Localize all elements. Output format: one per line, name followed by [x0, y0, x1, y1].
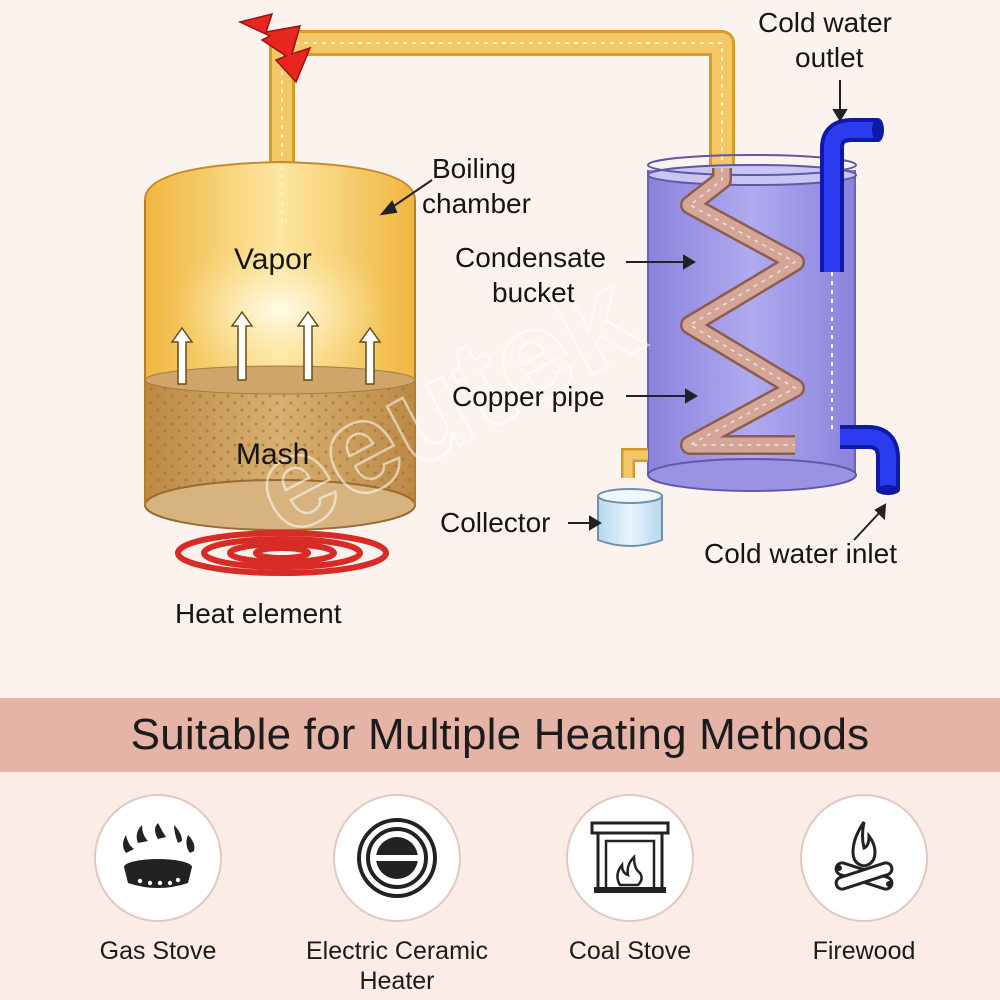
method-label: Coal Stove: [568, 937, 692, 965]
method-electric-ceramic-heater: Electric Ceramic Heater: [277, 794, 517, 996]
collector-label: Collector: [440, 507, 551, 538]
method-label: Gas Stove: [99, 937, 217, 965]
method-label: Electric Ceramic Heater: [306, 937, 488, 995]
distillation-diagram: eeutek Vapor Mash Heat element Boiling c…: [144, 7, 900, 629]
electric-ceramic-heater-icon: [333, 794, 461, 922]
mash-label: Mash: [236, 438, 310, 471]
banner-title: Suitable for Multiple Heating Methods: [130, 710, 870, 759]
method-firewood: Firewood: [744, 794, 984, 966]
condensate-bucket-label-line1: Condensate: [455, 242, 607, 273]
boiling-chamber-label-line2: chamber: [422, 188, 531, 219]
method-gas-stove: Gas Stove: [38, 794, 278, 966]
heating-methods-banner: Suitable for Multiple Heating Methods: [0, 698, 1000, 772]
boiling-chamber-label-line1: Boiling: [432, 153, 517, 184]
vapor-label: Vapor: [234, 243, 312, 276]
condensate-bucket-label-line2: bucket: [492, 277, 575, 308]
cold-water-outlet-label-line1: Cold water: [758, 7, 892, 38]
coal-stove-icon: [566, 794, 694, 922]
cold-water-inlet-label: Cold water inlet: [704, 538, 897, 569]
cold-water-outlet-label-line2: outlet: [795, 42, 864, 73]
method-label: Firewood: [812, 937, 916, 965]
firewood-icon: [800, 794, 928, 922]
heating-methods-row: Gas Stove Electric Ceramic Heater Coal S…: [0, 772, 1000, 1000]
method-coal-stove: Coal Stove: [510, 794, 750, 966]
diagram-artwork: eeutek: [144, 12, 900, 576]
heat-element-label: Heat element: [175, 598, 342, 629]
copper-pipe-label: Copper pipe: [452, 381, 605, 412]
gas-stove-icon: [94, 794, 222, 922]
